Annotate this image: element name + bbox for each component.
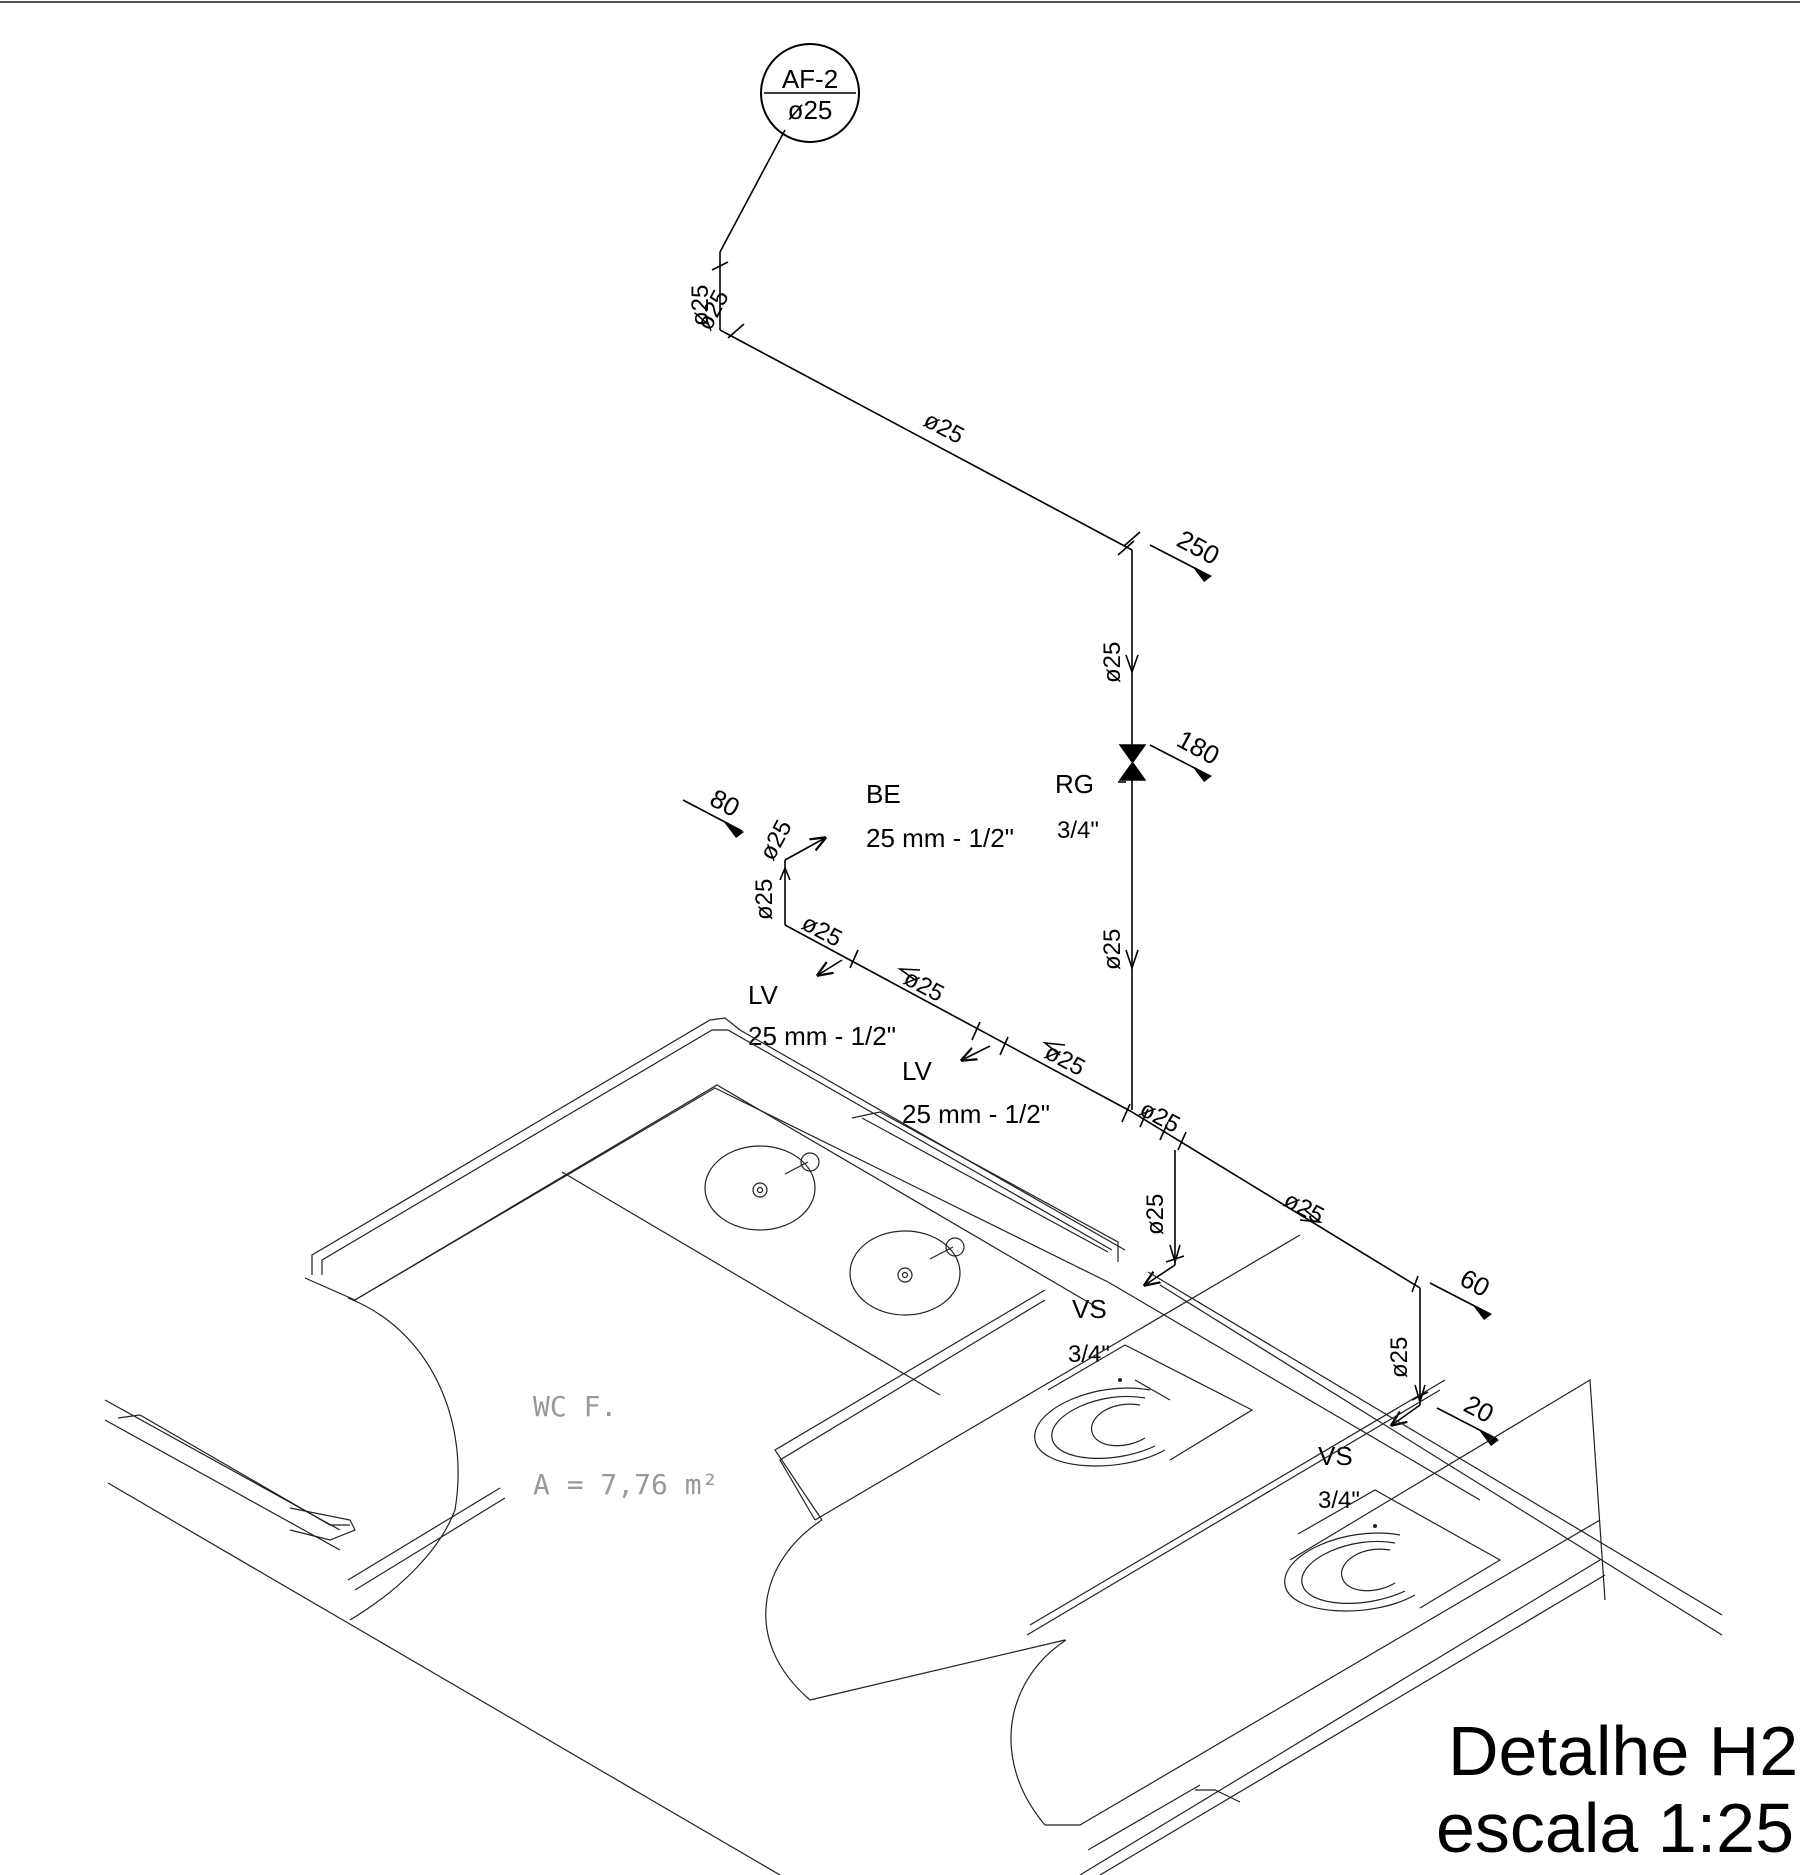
- room-area: A = 7,76 m²: [533, 1468, 718, 1501]
- pipe-label: ø25: [1142, 1194, 1169, 1235]
- pipe-label: ø25: [919, 406, 968, 449]
- pipe-label: ø25: [751, 879, 778, 920]
- fixture-size: 25 mm - 1/2": [866, 823, 1014, 853]
- pipe-label: ø25: [1099, 642, 1126, 683]
- fixture-code: VS: [1072, 1294, 1107, 1324]
- pipe-label: ø25: [1279, 1186, 1328, 1229]
- pipe-label: ø25: [899, 964, 948, 1007]
- fixture-size: 3/4": [1068, 1341, 1110, 1368]
- pipe-tag-af2: AF-2 ø25: [760, 43, 860, 143]
- fixture-code: BE: [866, 779, 901, 809]
- detail-scale: escala 1:25: [1436, 1789, 1794, 1867]
- fixture-code: VS: [1318, 1441, 1353, 1471]
- pipe-label: ø25: [687, 285, 714, 326]
- fixture-code: LV: [748, 980, 779, 1010]
- pipe-label: ø25: [797, 909, 846, 952]
- svg-text:180: 180: [1172, 724, 1224, 771]
- pipe-label: ø25: [1386, 1337, 1413, 1378]
- fixture-labels: RG 3/4" BE 25 mm - 1/2" LV 25 mm - 1/2" …: [748, 769, 1360, 1514]
- room-name: WC F.: [533, 1390, 617, 1423]
- svg-text:250: 250: [1172, 524, 1224, 571]
- sink-1: [704, 1145, 820, 1231]
- toilet-2: [1284, 1524, 1416, 1612]
- detail-title: Detalhe H2: [1448, 1712, 1798, 1790]
- floor-plan: [104, 1017, 1723, 1875]
- registro-valve-icon: [1118, 744, 1147, 781]
- pipe-label: ø25: [1135, 1095, 1184, 1138]
- tag-bottom-label: ø25: [788, 95, 833, 125]
- elevation-marker: 180: [1149, 724, 1225, 782]
- fixture-size: 3/4": [1318, 1487, 1360, 1514]
- elevation-marker: 250: [1149, 524, 1225, 582]
- registro-code: RG: [1055, 769, 1094, 799]
- sink-2: [849, 1230, 965, 1316]
- pipe-label: ø25: [1099, 929, 1126, 970]
- tag-top-label: AF-2: [782, 64, 838, 94]
- elevation-marker: 80: [682, 783, 745, 838]
- toilet-1: [1034, 1378, 1166, 1467]
- elevation-marker: 20: [1436, 1389, 1499, 1446]
- fixture-code: LV: [902, 1056, 933, 1086]
- svg-text:60: 60: [1455, 1263, 1495, 1303]
- elevation-marker: 60: [1429, 1263, 1495, 1320]
- fixture-size: 25 mm - 1/2": [902, 1099, 1050, 1129]
- svg-text:80: 80: [705, 783, 745, 823]
- registro-size: 3/4": [1057, 817, 1099, 844]
- piping: [711, 129, 1429, 1425]
- fixture-size: 25 mm - 1/2": [748, 1021, 896, 1051]
